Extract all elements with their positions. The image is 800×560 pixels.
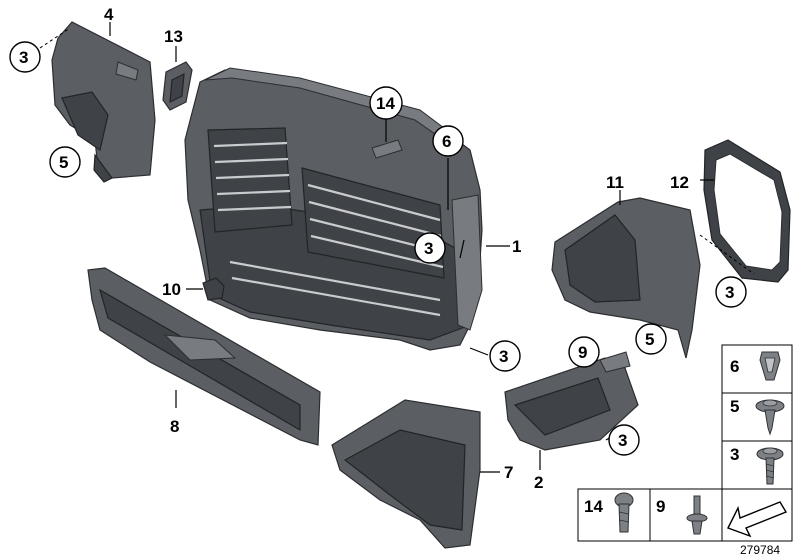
svg-text:5: 5: [645, 330, 654, 349]
callout-12: 12: [670, 173, 689, 192]
radiator-shroud-part: [184, 67, 483, 351]
svg-text:1: 1: [512, 237, 521, 256]
svg-text:11: 11: [606, 173, 624, 192]
legend-item-14: 14: [584, 492, 634, 533]
direction-arrow-icon: [727, 501, 788, 538]
svg-text:5: 5: [730, 397, 739, 416]
callout-3-shroud: 3: [414, 232, 446, 264]
svg-text:3: 3: [499, 347, 508, 366]
svg-text:5: 5: [59, 153, 68, 172]
callout-6: 6: [432, 125, 464, 157]
svg-text:14: 14: [376, 94, 395, 113]
callout-13: 13: [164, 27, 183, 46]
legend-item-3: 3: [730, 445, 784, 485]
svg-text:2: 2: [534, 473, 543, 492]
lower-brace-part: [87, 267, 321, 446]
callout-11: 11: [606, 173, 624, 192]
diagram-number: 279784: [740, 543, 780, 557]
fastener-legend: 6 5 3 14: [577, 344, 793, 542]
air-duct-left-part: [51, 21, 156, 183]
svg-text:9: 9: [578, 343, 587, 362]
svg-text:3: 3: [725, 283, 734, 302]
callout-3-mid: 3: [489, 340, 521, 372]
svg-text:14: 14: [584, 497, 603, 516]
callout-5-right: 5: [635, 323, 667, 355]
callout-2: 2: [534, 473, 543, 492]
svg-text:12: 12: [670, 173, 689, 192]
legend-item-5: 5: [730, 397, 785, 436]
clip-part-14: [371, 139, 403, 159]
legend-item-9: 9: [656, 495, 708, 535]
small-cover-part: [162, 61, 193, 111]
callout-7: 7: [504, 463, 513, 482]
svg-text:9: 9: [656, 497, 665, 516]
callout-14: 14: [369, 86, 403, 120]
callout-8: 8: [170, 417, 179, 436]
svg-text:13: 13: [164, 27, 183, 46]
svg-text:3: 3: [424, 239, 433, 258]
callout-3-duct: 3: [608, 424, 640, 456]
callout-4: 4: [104, 5, 114, 24]
duct-part-2: [504, 351, 639, 451]
svg-text:3: 3: [730, 445, 739, 464]
callout-1: 1: [512, 237, 521, 256]
legend-item-6: 6: [730, 351, 781, 381]
svg-text:10: 10: [162, 280, 181, 299]
callout-10: 10: [162, 280, 181, 299]
svg-text:3: 3: [618, 431, 627, 450]
callout-5-left: 5: [49, 146, 81, 178]
frame-seal-part: [703, 139, 791, 283]
air-guide-lower-part: [331, 399, 481, 549]
svg-text:4: 4: [104, 5, 114, 24]
air-duct-right-part: [551, 197, 701, 359]
callout-3-frame: 3: [715, 276, 747, 308]
svg-text:6: 6: [730, 357, 739, 376]
bracket-part-10: [202, 277, 225, 301]
svg-text:3: 3: [19, 48, 28, 67]
svg-text:8: 8: [170, 417, 179, 436]
callout-3-top-left: 3: [9, 41, 41, 73]
svg-text:6: 6: [442, 132, 451, 151]
svg-text:7: 7: [504, 463, 513, 482]
callout-9: 9: [568, 336, 600, 368]
